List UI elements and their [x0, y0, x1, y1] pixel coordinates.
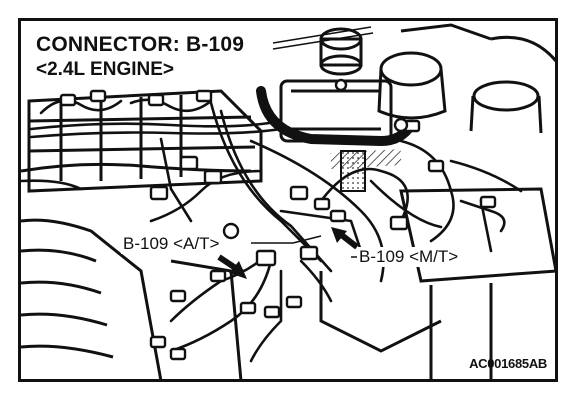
engine-bay-illustration: [21, 23, 555, 379]
illustration-frame: CONNECTOR: B-109 <2.4L ENGINE> B-109 <A/…: [18, 18, 558, 382]
reservoir-caps: [319, 23, 555, 134]
callout-at-label: B-109 <A/T>: [121, 234, 222, 254]
shaded-hoses: [256, 86, 416, 192]
connector-title: CONNECTOR: B-109: [33, 33, 248, 57]
callout-mt-label: B-109 <M/T>: [357, 247, 461, 267]
lower-block-ribs: [21, 187, 555, 379]
engine-subtitle: <2.4L ENGINE>: [33, 59, 177, 81]
wiring-harness: [21, 98, 523, 363]
title-leader-lines: [272, 26, 374, 50]
connector-bodies: [59, 78, 497, 361]
callout-arrows: [217, 227, 381, 279]
figure-code: AC001685AB: [469, 356, 547, 371]
